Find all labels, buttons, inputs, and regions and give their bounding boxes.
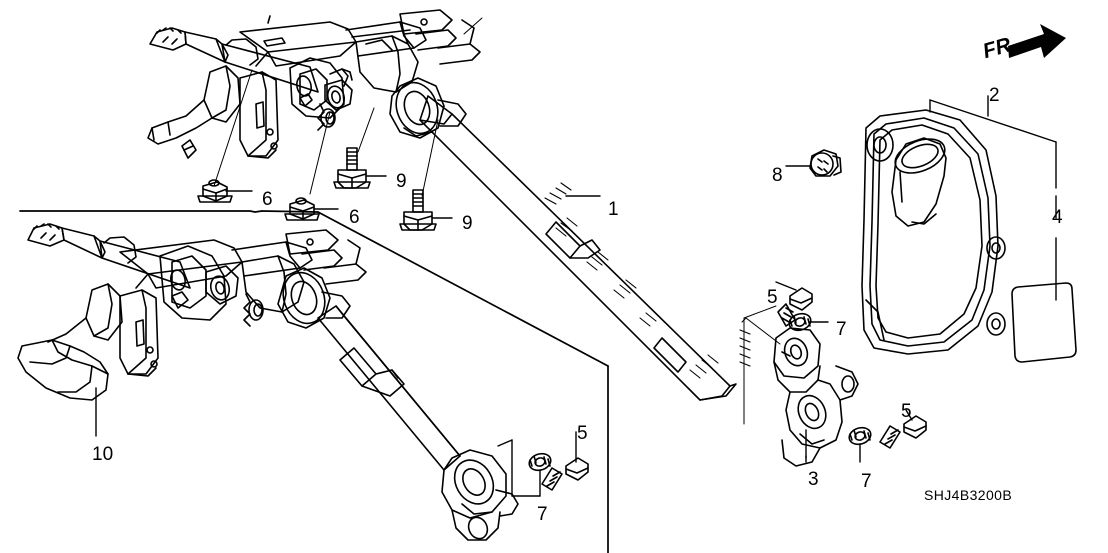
lower-column-assembly (17, 223, 367, 401)
callout-5-bolt-lower: 5 (901, 401, 912, 422)
column-cover-upper (861, 109, 1006, 355)
universal-joint-right (739, 305, 859, 467)
callout-7-washer-lower: 7 (861, 471, 872, 492)
callout-6-nut-left: 6 (262, 189, 273, 210)
washer-upper (788, 312, 812, 332)
callout-5-bolt-upper: 5 (767, 287, 778, 308)
flange-bolt-right (399, 189, 437, 231)
section-divider (19, 210, 609, 553)
diagram-id-code: SHJ4B3200B (924, 487, 1013, 503)
joint-bolt-upper (777, 287, 813, 327)
caution-label-plate (1011, 282, 1077, 363)
flange-bolt-left (333, 147, 371, 189)
joint-bolt-intermediate (541, 457, 589, 491)
front-direction-arrow (1008, 24, 1066, 58)
flange-nut-left (197, 179, 233, 203)
callout-9-bolt-left: 9 (396, 171, 407, 192)
callout-9-bolt-right: 9 (462, 213, 473, 234)
callout-7-washer-upper: 7 (836, 319, 847, 340)
leader-lines (95, 95, 1057, 497)
washer-intermediate (528, 452, 552, 472)
callout-5-bolt-intermediate: 5 (577, 423, 588, 444)
callout-2-column-cover: 2 (989, 85, 1000, 106)
washer-lower (848, 426, 872, 446)
steering-shaft (419, 95, 737, 401)
callout-1-steering-shaft: 1 (608, 199, 619, 220)
callout-4-label-plate: 4 (1052, 207, 1063, 228)
flange-nut-right (284, 197, 320, 221)
cover-tapping-screw (809, 149, 842, 177)
callout-8-tapping-screw: 8 (772, 165, 783, 186)
callout-6-nut-right: 6 (349, 207, 360, 228)
intermediate-shaft (317, 305, 519, 541)
callout-3-universal-joint: 3 (808, 469, 819, 490)
callout-10-cover-lower: 10 (92, 444, 114, 465)
upper-column-assembly (147, 9, 483, 197)
callout-7-washer-intermediate: 7 (537, 504, 548, 525)
joint-bolt-lower (879, 415, 927, 449)
